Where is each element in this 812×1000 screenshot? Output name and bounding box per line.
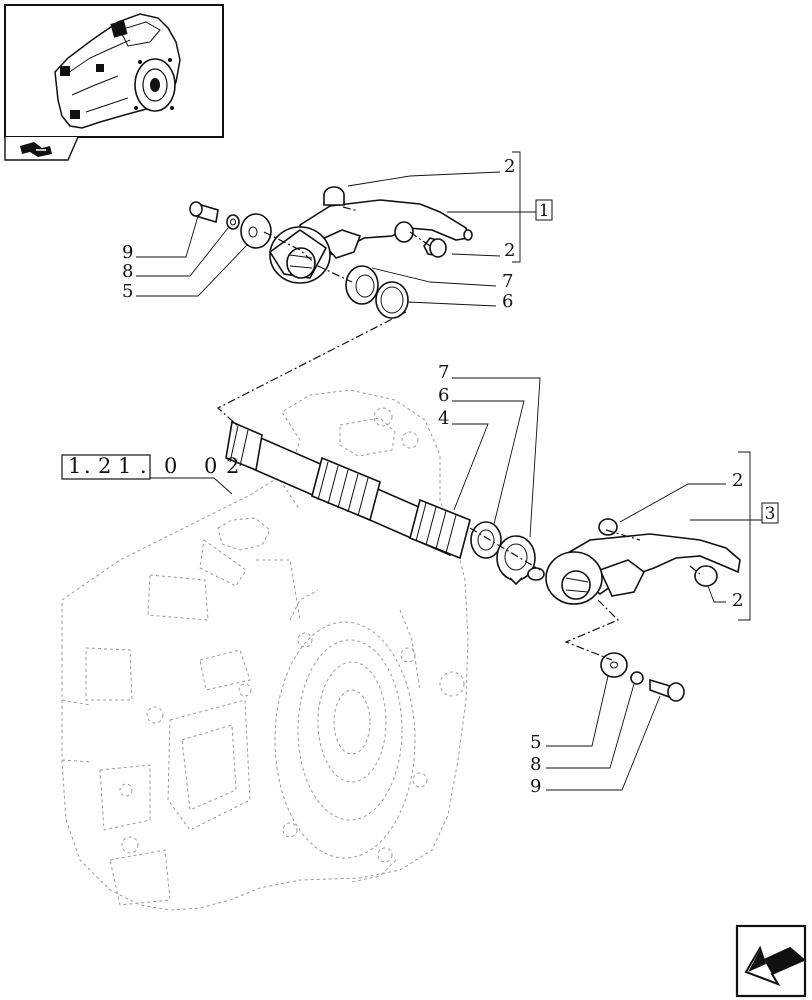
- callout-6: 6: [438, 385, 449, 406]
- group-bracket-1: [447, 151, 536, 263]
- bushing-upper-bottom[interactable]: [423, 237, 447, 258]
- bushing-lower-bottom[interactable]: [694, 565, 718, 587]
- transmission-housing-thumbnail: [54, 13, 181, 129]
- ring-middle-6[interactable]: [470, 521, 502, 559]
- group-box-1[interactable]: 1: [535, 199, 553, 221]
- nav-button[interactable]: [735, 924, 807, 998]
- callout-2: 2: [504, 240, 515, 261]
- reference-box[interactable]: 1 . 2 1 . 0 0 2: [61, 454, 242, 495]
- callout-9: 9: [530, 776, 541, 797]
- hub-lower[interactable]: [545, 551, 603, 605]
- reference-char: 2: [98, 454, 114, 478]
- hub-upper[interactable]: [268, 226, 331, 284]
- arrow-back-icon: [744, 945, 806, 986]
- callout-8: 8: [122, 261, 133, 282]
- callout-9: 9: [122, 242, 133, 263]
- bolt-lower[interactable]: [649, 678, 685, 702]
- callout-6: 6: [502, 291, 513, 312]
- middle-callouts: 7 6 4 2 2: [438, 362, 743, 611]
- group-box-3[interactable]: 3: [761, 502, 779, 524]
- lower-assembly: [527, 518, 741, 702]
- callout-5: 5: [530, 732, 541, 753]
- group-label-3: 3: [765, 504, 776, 524]
- callout-2: 2: [732, 590, 743, 611]
- callout-2: 2: [732, 470, 743, 491]
- bushing-upper-top[interactable]: [323, 186, 345, 206]
- splined-shaft[interactable]: [225, 420, 471, 560]
- reference-char: 1: [118, 454, 134, 478]
- callout-8: 8: [530, 754, 541, 775]
- lock-washer-lower[interactable]: [630, 671, 644, 685]
- lower-callouts: 5 8 9: [530, 675, 661, 797]
- callout-4: 4: [438, 408, 449, 429]
- assembly-lines: [216, 206, 701, 661]
- ring-middle-7[interactable]: [496, 535, 536, 586]
- reference-char: 0: [204, 454, 220, 478]
- snap-ring-upper[interactable]: [345, 265, 379, 305]
- group-label-1: 1: [539, 201, 550, 221]
- callout-2: 2: [504, 156, 515, 177]
- thumbnail[interactable]: [4, 4, 224, 161]
- callout-7: 7: [502, 271, 513, 292]
- reference-char: 2: [226, 454, 242, 478]
- washer-lower[interactable]: [600, 652, 628, 678]
- upper-assembly: [189, 186, 473, 319]
- reference-char: 1: [68, 454, 84, 478]
- upper-callouts: 2 2 9 8 5 7 6: [122, 156, 515, 312]
- bushing-lower-top[interactable]: [598, 518, 618, 536]
- bolt-upper[interactable]: [189, 201, 219, 224]
- next-group-icon: [20, 142, 52, 157]
- bearing-ring-upper[interactable]: [375, 281, 409, 319]
- reference-char: .: [84, 454, 94, 478]
- lock-washer-upper[interactable]: [226, 214, 240, 230]
- group-bracket-3: [690, 451, 762, 621]
- reference-char: 0: [164, 454, 180, 478]
- reference-char: .: [140, 454, 150, 478]
- callout-5: 5: [122, 281, 133, 302]
- callout-7: 7: [438, 362, 449, 383]
- washer-upper[interactable]: [240, 213, 272, 249]
